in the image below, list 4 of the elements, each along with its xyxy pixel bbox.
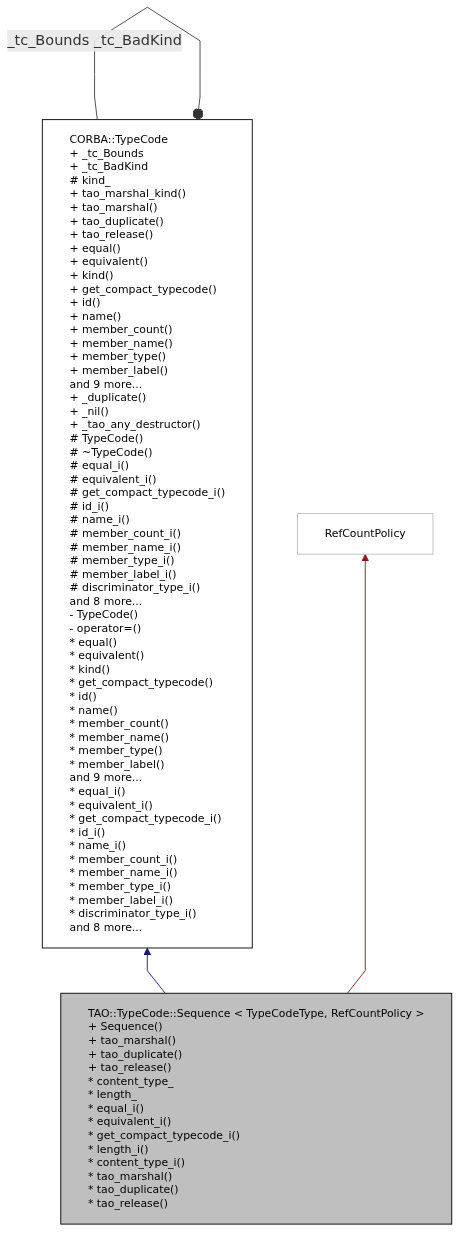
edge-label: _tc_Bounds _tc_BadKind — [7, 31, 182, 49]
node-box: RefCountPolicy — [297, 513, 434, 555]
node-box: CORBA::TypeCode + _tc_Bounds + _tc_BadKind # kind_ + tao_marshal_kind() + tao_marshal() + tao_duplicate() + tao_release() + equal() + equivalent() + kind() + get_compact_typecode() + id() + name() + member_count() + member_name() + member_type() + member_label() and 9 more... + _duplicate() + _nil() + _tao_any_destructor() # TypeCode() # ~TypeCode() # equal_i() # equivalent_i() # get_compact_typecode_i() # id_i() # name_i() # member_count_i() # member_name_i() # member_type_i() # member_label_i() # discriminator_type_i() and 8 more... - TypeCode() - operator=() * equal() * equivalent() * kind() * get_compact_typecode() * id() * name() * member_count() * member_name() * member_type() * member_label() and 9 more... * equal_i() * equivalent_i() * get_compact_typecode_i() * id_i() * name_i() * member_count_i() * member_name_i() * member_type_i() * member_label_i() * discriminator_type_i() and 8 more... — [41, 119, 253, 949]
node-box: TAO::TypeCode::Sequence < TypeCodeType, RefCountPolicy > + Sequence() + tao_marshal() + tao_duplicate() + tao_release() * content_type_ * length_ * equal_i() * equivalent_i() * get_compact_typecode_i() * length_i() * content_type_i() * tao_marshal() * tao_duplicate() * tao_release() — [60, 992, 453, 1225]
